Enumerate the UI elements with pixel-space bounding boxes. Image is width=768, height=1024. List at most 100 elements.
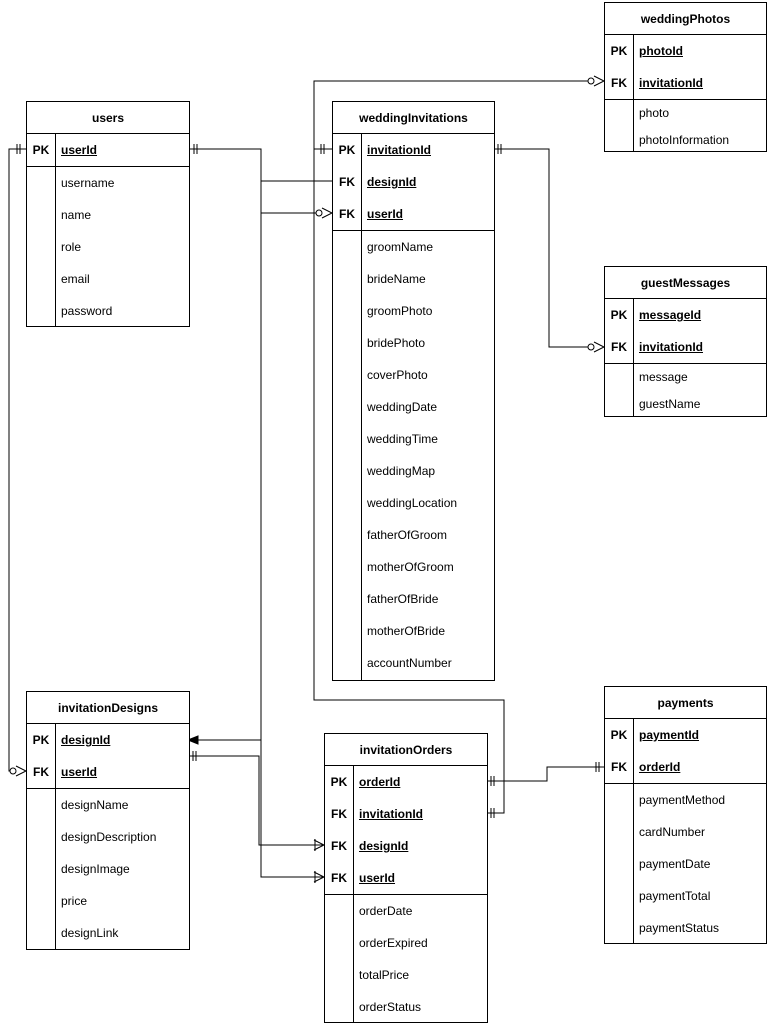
- attribute-row: fatherOfBride: [333, 583, 494, 615]
- key-type: FK: [611, 760, 627, 774]
- key-field: invitationId: [367, 143, 431, 157]
- key-field: orderId: [639, 760, 681, 774]
- attribute-row: photoInformation: [605, 127, 766, 154]
- key-row: FK orderId: [605, 751, 766, 783]
- entity-separator: [55, 134, 56, 326]
- attribute-field: motherOfBride: [367, 624, 446, 638]
- attribute-row: bridePhoto: [333, 327, 494, 359]
- entity-weddingInvitations[interactable]: weddingInvitations PK invitationId FK desi…: [332, 101, 495, 681]
- attribute-row: motherOfBride: [333, 615, 494, 647]
- key-section: PK invitationId FK designId FK userId: [333, 134, 494, 231]
- attribute-field: photo: [639, 106, 670, 120]
- attribute-field: designImage: [61, 862, 130, 876]
- entity-separator: [55, 724, 56, 949]
- key-field: designId: [367, 175, 417, 189]
- attribute-row: email: [27, 263, 189, 295]
- key-row: PK invitationId: [333, 134, 494, 166]
- key-field: designId: [61, 733, 111, 747]
- entity-separator: [633, 299, 634, 416]
- attribute-row: designDescription: [27, 821, 189, 853]
- entity-title: weddingInvitations: [333, 102, 494, 134]
- attribute-row: paymentDate: [605, 848, 766, 880]
- key-field: userId: [359, 871, 396, 885]
- entity-separator: [361, 134, 362, 680]
- key-type: FK: [339, 175, 355, 189]
- key-row: FK userId: [333, 198, 494, 230]
- rel-weddingInvitations-invitationOrders: [313, 149, 505, 818]
- attribute-row: coverPhoto: [333, 359, 494, 391]
- key-field: userId: [61, 143, 98, 157]
- attribute-section: username name role email password: [27, 167, 189, 327]
- attribute-field: weddingMap: [367, 464, 436, 478]
- attribute-row: username: [27, 167, 189, 199]
- attribute-field: designName: [61, 798, 129, 812]
- attribute-field: designLink: [61, 926, 119, 940]
- attribute-row: name: [27, 199, 189, 231]
- entity-title: guestMessages: [605, 267, 766, 299]
- key-type: FK: [611, 340, 627, 354]
- attribute-field: paymentStatus: [639, 921, 720, 935]
- attribute-row: photo: [605, 100, 766, 127]
- key-type: PK: [610, 44, 628, 58]
- key-type: FK: [331, 807, 347, 821]
- attribute-field: username: [61, 176, 115, 190]
- attribute-field: email: [61, 272, 90, 286]
- attribute-field: password: [61, 304, 113, 318]
- attribute-row: orderStatus: [325, 991, 487, 1023]
- key-type: PK: [338, 143, 356, 157]
- attribute-field: cardNumber: [639, 825, 706, 839]
- key-type: FK: [331, 871, 347, 885]
- entity-separator: [633, 719, 634, 943]
- attribute-row: message: [605, 364, 766, 391]
- entity-title: invitationDesigns: [27, 692, 189, 724]
- attribute-field: totalPrice: [359, 968, 410, 982]
- attribute-field: role: [61, 240, 82, 254]
- key-field: paymentId: [639, 728, 700, 742]
- key-type: FK: [339, 207, 355, 221]
- attribute-row: orderExpired: [325, 927, 487, 959]
- attribute-row: accountNumber: [333, 647, 494, 679]
- attribute-row: paymentStatus: [605, 912, 766, 944]
- entity-title: payments: [605, 687, 766, 719]
- attribute-row: totalPrice: [325, 959, 487, 991]
- attribute-field: message: [639, 370, 688, 384]
- key-field: userId: [61, 765, 98, 779]
- attribute-field: photoInformation: [639, 133, 730, 147]
- key-field: invitationId: [639, 76, 703, 90]
- entity-separator: [633, 35, 634, 151]
- rel-users-invitationDesigns: [8, 144, 28, 777]
- attribute-row: orderDate: [325, 895, 487, 927]
- attribute-field: paymentMethod: [639, 793, 726, 807]
- attribute-field: price: [61, 894, 88, 908]
- key-field: userId: [367, 207, 404, 221]
- entity-title: weddingPhotos: [605, 3, 766, 35]
- rel-invitationDesigns-weddingInvitations: [186, 180, 332, 745]
- attribute-row: password: [27, 295, 189, 327]
- entity-title: invitationOrders: [325, 734, 487, 766]
- attribute-row: weddingTime: [333, 423, 494, 455]
- attribute-section: designName designDescription designImage…: [27, 789, 189, 949]
- attribute-field: weddingLocation: [367, 496, 458, 510]
- attribute-field: name: [61, 208, 92, 222]
- entity-title: users: [27, 102, 189, 134]
- attribute-field: designDescription: [61, 830, 157, 844]
- rel-invitationDesigns-invitationOrders: [189, 751, 326, 851]
